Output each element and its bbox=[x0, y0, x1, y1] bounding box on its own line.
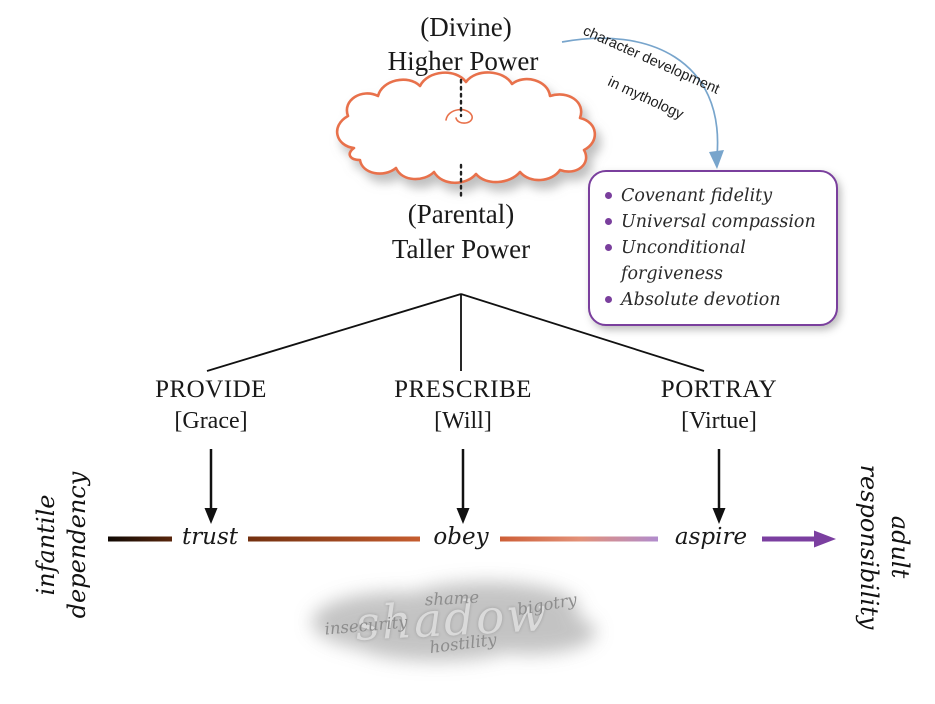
attribute-label: Covenant fidelity bbox=[621, 186, 773, 206]
list-item: Covenant fidelity bbox=[605, 183, 824, 209]
axis-word-trust: trust bbox=[181, 524, 239, 550]
taller-power-label: Taller Power bbox=[391, 234, 531, 264]
shadow-word-shame: shame bbox=[424, 587, 480, 610]
cloud-shape bbox=[335, 71, 597, 185]
branch-provide-title: PROVIDE bbox=[155, 376, 267, 403]
axis-left-line1: infantile bbox=[32, 494, 60, 596]
axis-arrowhead-icon bbox=[814, 530, 836, 548]
shadow-blob bbox=[312, 582, 596, 661]
axis-line bbox=[108, 530, 836, 548]
bullet-icon bbox=[605, 244, 612, 251]
axis-word-obey: obey bbox=[433, 524, 489, 550]
axis-right-line2: responsibility bbox=[855, 464, 883, 630]
annotation-arrowhead-icon bbox=[709, 150, 724, 169]
divine-label: (Divine) bbox=[420, 12, 512, 42]
branch-prescribe-title: PRESCRIBE bbox=[394, 376, 532, 403]
attribute-label: Unconditional forgiveness bbox=[621, 238, 746, 284]
bullet-icon bbox=[605, 296, 612, 303]
higher-power-label: Higher Power bbox=[387, 46, 539, 76]
attribute-label: Absolute devotion bbox=[621, 290, 781, 310]
axis-word-aspire: aspire bbox=[674, 524, 748, 550]
branch-portray-subtitle: [Virtue] bbox=[681, 408, 757, 434]
bullet-icon bbox=[605, 192, 612, 199]
axis-right-line1: adult bbox=[886, 515, 914, 579]
branch-lines bbox=[206, 293, 705, 372]
cloud-curl-icon bbox=[445, 108, 473, 124]
axis-left-line2: dependency bbox=[63, 471, 91, 619]
annotation-arrow bbox=[561, 37, 719, 157]
list-item: Unconditional forgiveness bbox=[605, 235, 824, 287]
branch-provide-subtitle: [Grace] bbox=[174, 408, 248, 434]
down-arrows bbox=[204, 449, 726, 524]
list-item: Universal compassion bbox=[605, 209, 824, 235]
attributes-box: Covenant fidelity Universal compassion U… bbox=[588, 170, 838, 326]
attribute-label: Universal compassion bbox=[621, 212, 816, 232]
branch-prescribe-subtitle: [Will] bbox=[434, 408, 492, 434]
parental-label: (Parental) bbox=[407, 199, 515, 229]
axis-right-label: adult responsibility bbox=[853, 432, 915, 662]
branch-portray-title: PORTRAY bbox=[660, 376, 778, 403]
list-item: Absolute devotion bbox=[605, 287, 824, 313]
bullet-icon bbox=[605, 218, 612, 225]
axis-left-label: infantile dependency bbox=[31, 435, 93, 655]
